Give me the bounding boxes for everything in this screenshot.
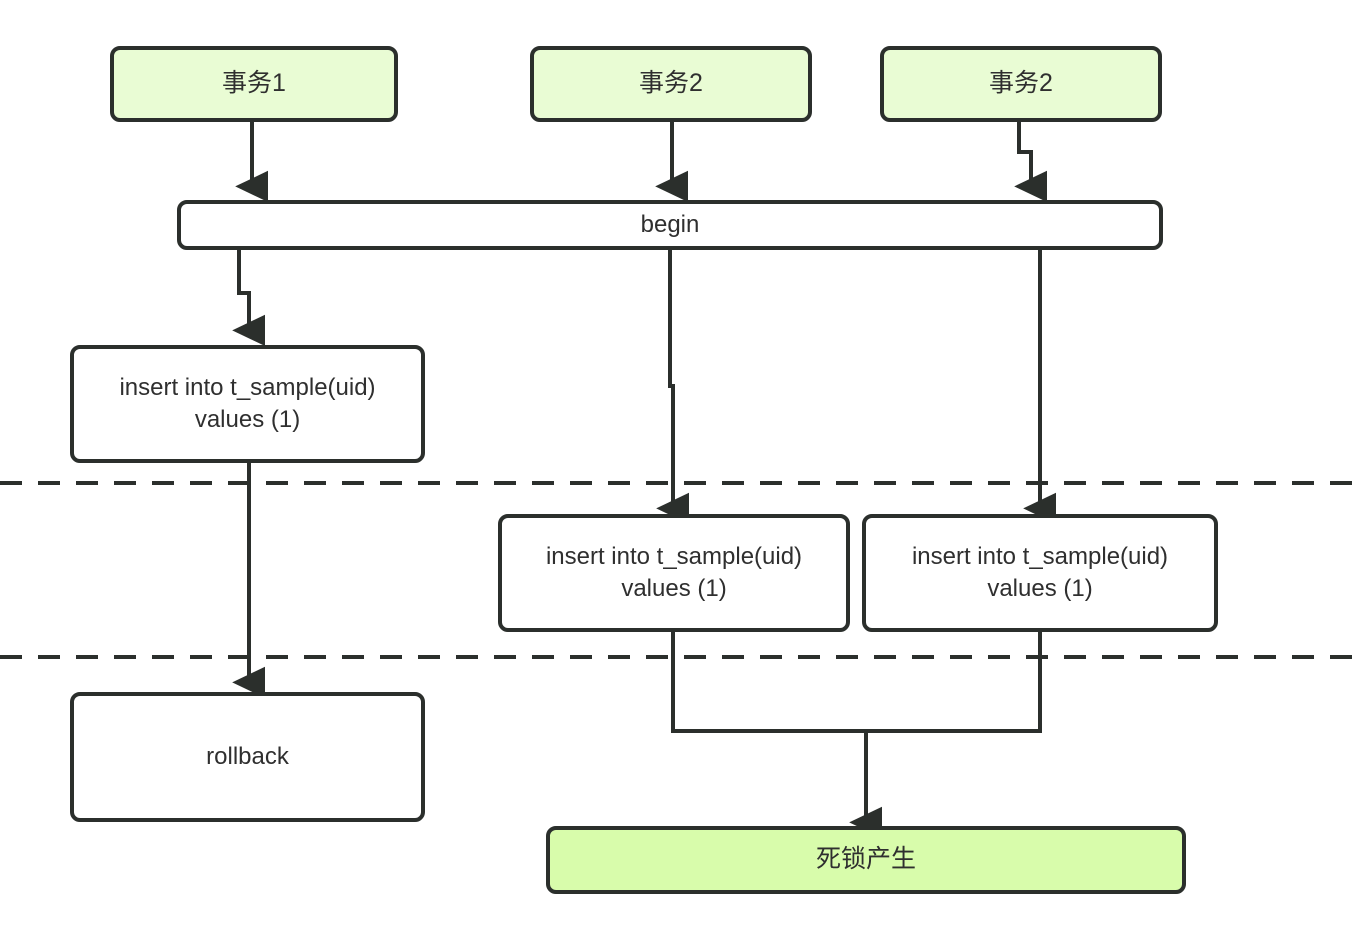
node-begin-label: begin xyxy=(640,210,700,238)
node-insert-middle[interactable]: insert into t_sample(uid) values (1) xyxy=(498,514,850,632)
node-transaction-2-right[interactable]: 事务2 xyxy=(880,46,1162,122)
edge-begin-to-insert-mid xyxy=(656,250,690,525)
node-insert-right[interactable]: insert into t_sample(uid) values (1) xyxy=(862,514,1218,632)
node-rollback-label: rollback xyxy=(206,742,289,770)
node-begin[interactable]: begin xyxy=(177,200,1163,250)
node-transaction-2-middle[interactable]: 事务2 xyxy=(530,46,812,122)
node-transaction-2-right-label: 事务2 xyxy=(989,69,1053,98)
node-deadlock-label: 死锁产生 xyxy=(815,845,916,874)
node-deadlock[interactable]: 死锁产生 xyxy=(546,826,1186,894)
node-insert-right-label: insert into t_sample(uid) values (1) xyxy=(911,542,1169,602)
edge-begin-to-insert-left xyxy=(232,250,266,347)
edge-insert-mid-to-junction xyxy=(671,632,1042,733)
node-transaction-1[interactable]: 事务1 xyxy=(110,46,398,122)
node-insert-middle-label: insert into t_sample(uid) values (1) xyxy=(545,542,803,602)
node-rollback[interactable]: rollback xyxy=(70,692,425,822)
node-transaction-2-middle-label: 事务2 xyxy=(639,69,703,98)
node-transaction-1-label: 事务1 xyxy=(222,69,286,98)
edge-txn2right-to-begin xyxy=(1014,122,1048,203)
node-insert-left-label: insert into t_sample(uid) values (1) xyxy=(119,373,376,433)
node-insert-left[interactable]: insert into t_sample(uid) values (1) xyxy=(70,345,425,463)
